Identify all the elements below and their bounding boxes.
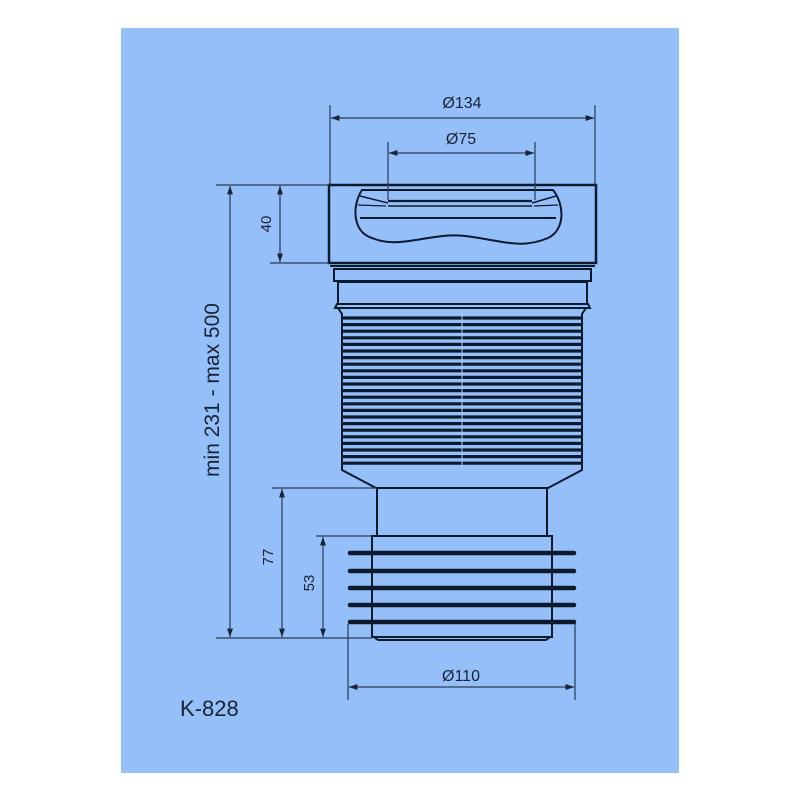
model-label: K-828 <box>180 696 239 721</box>
outlet-tube <box>371 487 553 641</box>
corrugated-bellows <box>337 307 587 489</box>
cap-height-label: 40 <box>258 216 275 233</box>
dimension-lines <box>216 105 596 700</box>
outlet-length-label: 77 <box>260 549 277 566</box>
total-length-label: min 231 - max 500 <box>201 303 224 477</box>
outer-diameter-label: Ø134 <box>442 95 481 112</box>
upper-collar <box>330 265 595 309</box>
seal-fins <box>347 550 577 625</box>
inner-diameter-label: Ø75 <box>446 131 476 148</box>
top-cap <box>327 183 598 265</box>
outlet-diameter-label: Ø110 <box>442 668 480 685</box>
seal-length-label: 53 <box>301 575 318 592</box>
